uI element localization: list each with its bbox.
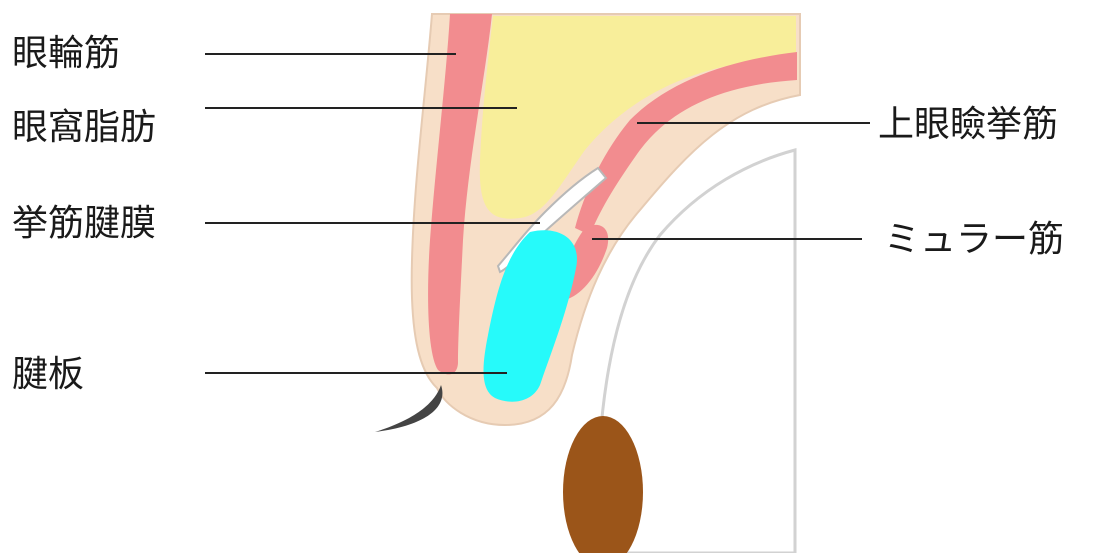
label-tarsus: 腱板: [12, 355, 84, 395]
leader-orbicularis: [205, 53, 456, 55]
leader-muller: [592, 238, 862, 240]
eyelash: [375, 385, 442, 432]
label-orbital-fat: 眼窩脂肪: [12, 108, 156, 148]
leader-tarsus: [205, 372, 507, 374]
label-levator-aponeurosis: 挙筋腱膜: [12, 204, 156, 244]
leader-orbital-fat: [205, 107, 517, 109]
label-levator-muscle: 上眼瞼挙筋: [878, 105, 1058, 145]
label-orbicularis: 眼輪筋: [12, 34, 120, 74]
leader-levator-muscle: [637, 122, 870, 124]
label-muller: ミュラー筋: [884, 220, 1064, 260]
leader-levator-aponeurosis: [205, 222, 540, 224]
